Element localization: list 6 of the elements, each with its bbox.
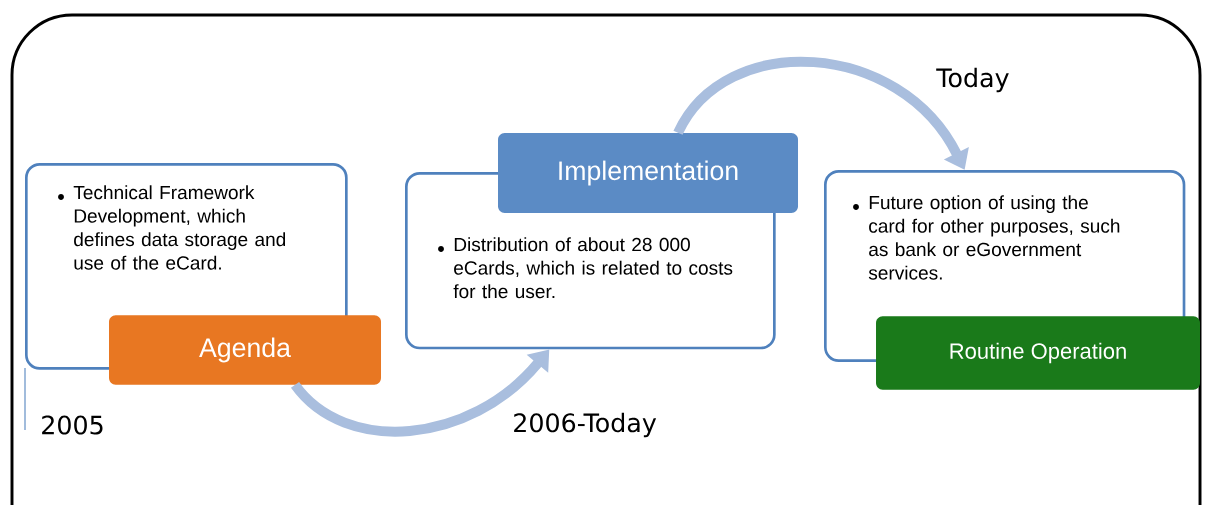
title-box: Agenda	[109, 315, 381, 385]
title-box: Implementation	[498, 133, 798, 213]
time-label: 2006-Today	[514, 412, 657, 438]
time-label: 2005	[42, 415, 103, 435]
time-label: Today	[936, 67, 1009, 93]
title-box: Routine Operation	[876, 316, 1200, 390]
